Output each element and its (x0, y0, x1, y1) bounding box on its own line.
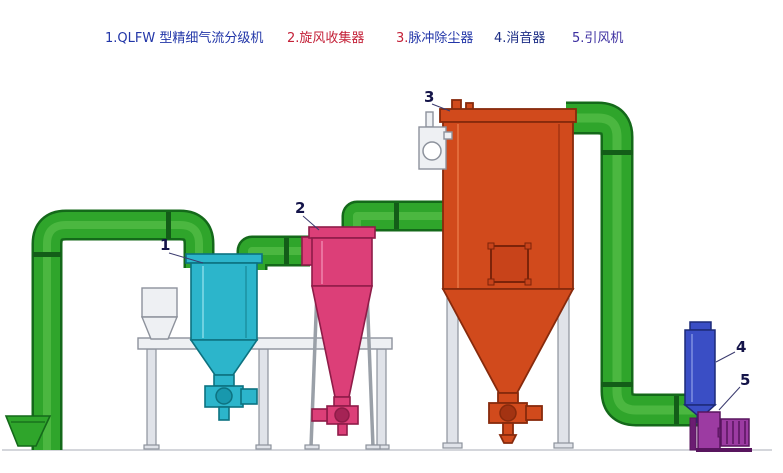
pipe-flange (33, 252, 61, 257)
legend-num: 2. (287, 31, 300, 46)
door-tab (524, 278, 532, 286)
silencer-cap (689, 321, 712, 331)
legend-item-cyclone: 2.旋风收集器 (287, 31, 364, 47)
induced-draft-fan (689, 411, 752, 452)
classifier-body (190, 262, 258, 341)
callout-4: 4 (736, 338, 746, 356)
feed-hopper (4, 415, 52, 447)
legend-item-silencer: 4.消音器 (494, 31, 545, 47)
cyclone-collector (301, 226, 376, 436)
pulse-dust-collector (418, 99, 577, 444)
cyclone-leg (365, 289, 375, 448)
cyclone-valve-rotor (334, 407, 350, 423)
classifier-feed-chute (141, 287, 178, 318)
cyclone-neck (333, 396, 351, 407)
leader-line-2 (302, 215, 320, 231)
pipe-collector-to-fan (566, 104, 702, 424)
leader-line-3 (431, 103, 451, 112)
door-tab (487, 278, 495, 286)
cyclone-foot (365, 444, 381, 450)
collector-neck (497, 392, 519, 404)
pipe-flange (284, 238, 289, 264)
leader-line-5 (718, 386, 741, 411)
legend-item-dust-collector: 3.脉冲除尘器 (396, 31, 473, 47)
leader-line-4 (715, 351, 736, 363)
fan-base (696, 448, 752, 452)
collector-discharge-tip (498, 434, 518, 444)
legend-label: 脉冲除尘器 (408, 31, 474, 46)
collector-discharge (502, 422, 514, 436)
legend-label: 旋风收集器 (299, 31, 365, 46)
door-tab (524, 242, 532, 250)
cyclone-discharge (337, 423, 348, 436)
classifier-feed-chute-cone (140, 316, 179, 340)
collector-top-slab (439, 108, 577, 123)
pipe-flange (601, 150, 633, 155)
cyclone-leg (309, 289, 319, 448)
legend-num: 4. (494, 31, 507, 46)
collector-foot (553, 442, 574, 449)
leader-line-1 (168, 252, 204, 264)
pulse-valve (422, 141, 442, 161)
callout-5: 5 (740, 371, 750, 389)
cyclone-valve-motor (311, 408, 328, 422)
legend-label: QLFW 型精细气流分级机 (117, 31, 264, 46)
pipe-flange (674, 396, 679, 424)
pipe-feed-riser (34, 212, 212, 450)
collector-foot (442, 442, 463, 449)
cyclone-foot (304, 444, 320, 450)
pipe-collector-to-fan-sheen (566, 113, 702, 415)
pulse-pipe (425, 111, 434, 128)
pipe-flange (166, 212, 171, 239)
collector-valve-motor (525, 405, 543, 421)
pipe-flange (601, 382, 633, 387)
stand-foot (143, 444, 160, 450)
callout-2: 2 (295, 199, 305, 217)
pipe-feed-riser-sheen (43, 221, 203, 450)
legend-label: 消音器 (506, 31, 546, 46)
silencer-body (684, 329, 716, 406)
silencer (682, 321, 717, 424)
cyclone-top-cap (308, 226, 376, 239)
legend-num: 1. (105, 31, 118, 46)
pipe-collector-to-fan-outline (566, 101, 702, 427)
legend-item-fan: 5.引风机 (572, 31, 623, 47)
legend-label: 引风机 (584, 31, 624, 46)
stand-leg (258, 348, 269, 448)
collector-access-door (490, 245, 529, 283)
classifier-valve-rotor (215, 387, 233, 405)
classifier-cone (189, 339, 259, 376)
legend-num: 3. (396, 31, 409, 46)
fan-support (689, 417, 697, 451)
legend-item-classifier: 1.QLFW 型精细气流分级机 (105, 31, 263, 47)
callouts: 1 2 3 4 5 (160, 88, 750, 411)
callout-3: 3 (424, 88, 434, 106)
stand-foot (255, 444, 272, 450)
door-tab (487, 242, 495, 250)
pulse-connector (443, 131, 453, 140)
classifier-discharge (218, 406, 230, 421)
collector-cone (441, 288, 575, 394)
stand-leg (376, 348, 387, 448)
classifier-neck (213, 374, 235, 387)
stand-beam (137, 337, 393, 350)
fan-housing (697, 411, 721, 451)
classifier-unit (140, 253, 263, 421)
legend-num: 5. (572, 31, 585, 46)
classifier-stand (137, 337, 393, 450)
pipe-flange (394, 203, 399, 229)
stand-leg (146, 348, 157, 448)
classifier-valve-motor (240, 388, 258, 405)
callout-1: 1 (160, 236, 170, 254)
collector-valve-rotor (499, 404, 517, 422)
